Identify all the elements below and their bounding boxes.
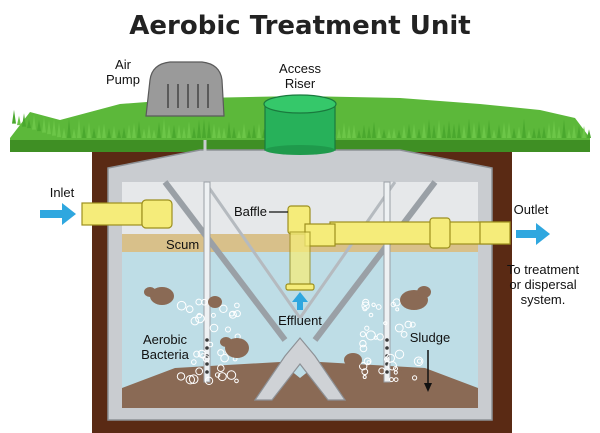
inlet-pipe	[82, 203, 142, 225]
label-aerobic-bacteria-2: Bacteria	[141, 347, 189, 362]
diagram-title: Aerobic Treatment Unit	[129, 11, 470, 41]
label-aerobic-bacteria-1: Aerobic	[143, 332, 188, 347]
grass-blade	[17, 116, 21, 125]
outlet-elbow	[430, 218, 450, 248]
inlet-tee	[142, 200, 172, 228]
label-access-riser-2: Riser	[285, 76, 316, 91]
label-access-riser-1: Access	[279, 61, 321, 76]
label-effluent: Effluent	[278, 313, 322, 328]
label-outlet: Outlet	[514, 202, 549, 217]
label-scum: Scum	[166, 237, 199, 252]
label-air-pump-2: Pump	[106, 72, 140, 87]
outlet-end	[480, 222, 510, 244]
label-destination-2: or dispersal	[509, 277, 576, 292]
grass-blade	[12, 110, 16, 124]
air-pump	[146, 62, 224, 116]
label-air-pump-1: Air	[115, 57, 132, 72]
inlet-arrow	[40, 203, 76, 225]
label-destination-3: system.	[521, 292, 566, 307]
air-tube-right	[384, 182, 390, 382]
label-baffle: Baffle	[234, 204, 267, 219]
label-inlet: Inlet	[50, 185, 75, 200]
label-destination-1: To treatment	[507, 262, 580, 277]
baffle-tube	[290, 232, 310, 286]
access-riser-lid	[264, 95, 336, 113]
access-riser-base	[265, 145, 335, 155]
label-sludge: Sludge	[410, 330, 450, 345]
grass-blade	[587, 129, 591, 138]
outlet-arrow	[516, 223, 550, 245]
baffle-cap	[286, 284, 314, 290]
